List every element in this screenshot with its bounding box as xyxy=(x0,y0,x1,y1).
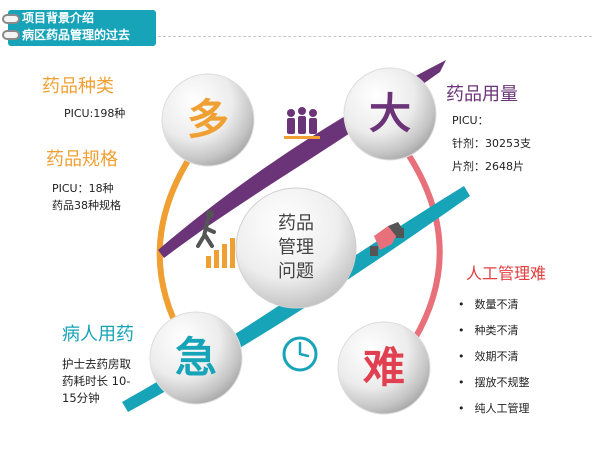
ball-center xyxy=(235,187,357,309)
ball-ji xyxy=(149,311,243,405)
list-item: 摆放不规整 xyxy=(458,370,530,396)
header-box: 项目背景介绍 病区药品管理的过去 xyxy=(8,10,156,46)
ji-line-1: 护士去药房取 xyxy=(62,357,131,371)
duo-detail-2-line-2: 药品38种规格 xyxy=(52,199,121,212)
char-da: 大 xyxy=(368,89,411,138)
list-item: 效期不清 xyxy=(458,344,530,370)
center-line-1: 药品 xyxy=(278,213,314,234)
center-label: 药品 管理 问题 xyxy=(256,212,336,284)
binder-ring-icon xyxy=(2,30,20,40)
header-divider xyxy=(158,36,592,37)
ji-line-3: 15分钟 xyxy=(62,391,100,405)
nan-title: 人工管理难 xyxy=(466,264,547,283)
ball-da xyxy=(343,67,437,161)
clock-icon xyxy=(282,336,318,372)
list-item: 数量不清 xyxy=(458,292,530,318)
ji-title: 病人用药 xyxy=(62,324,134,345)
da-line-3: 片剂：2648片 xyxy=(452,160,524,173)
da-title: 药品用量 xyxy=(446,84,518,105)
char-duo: 多 xyxy=(186,95,229,144)
ball-nan xyxy=(337,321,431,415)
people-icon xyxy=(284,107,320,139)
duo-detail-2: PICU：18种 药品38种规格 xyxy=(52,180,121,214)
center-line-3: 问题 xyxy=(278,261,314,282)
center-line-2: 管理 xyxy=(278,237,314,258)
climber-icon xyxy=(196,210,235,268)
da-line-1: PICU： xyxy=(452,114,489,127)
da-lines: PICU： 针剂：30253支 片剂：2648片 xyxy=(452,112,531,175)
duo-title-1: 药品种类 xyxy=(42,76,114,97)
da-line-2: 针剂：30253支 xyxy=(452,137,531,150)
char-nan: 难 xyxy=(362,343,405,392)
duo-title-2: 药品规格 xyxy=(46,149,118,170)
duo-detail-2-line-1: PICU：18种 xyxy=(52,182,114,195)
duo-detail-1: PICU:198种 xyxy=(64,107,126,120)
handshake-icon xyxy=(370,222,404,256)
nan-bullet-list: 数量不清 种类不清 效期不清 摆放不规整 纯人工管理 xyxy=(458,292,530,422)
list-item: 纯人工管理 xyxy=(458,396,530,422)
red-arc xyxy=(401,145,443,343)
header-subtitle: 病区药品管理的过去 xyxy=(22,28,131,42)
binder-ring-icon xyxy=(2,14,20,24)
orange-arc xyxy=(156,145,199,343)
list-item: 种类不清 xyxy=(458,318,530,344)
ji-lines: 护士去药房取 药耗时长 10- 15分钟 xyxy=(62,356,131,407)
ji-line-2: 药耗时长 10- xyxy=(62,374,131,388)
ball-duo xyxy=(161,73,255,167)
char-ji: 急 xyxy=(174,333,217,382)
header-title: 项目背景介绍 xyxy=(22,11,95,25)
